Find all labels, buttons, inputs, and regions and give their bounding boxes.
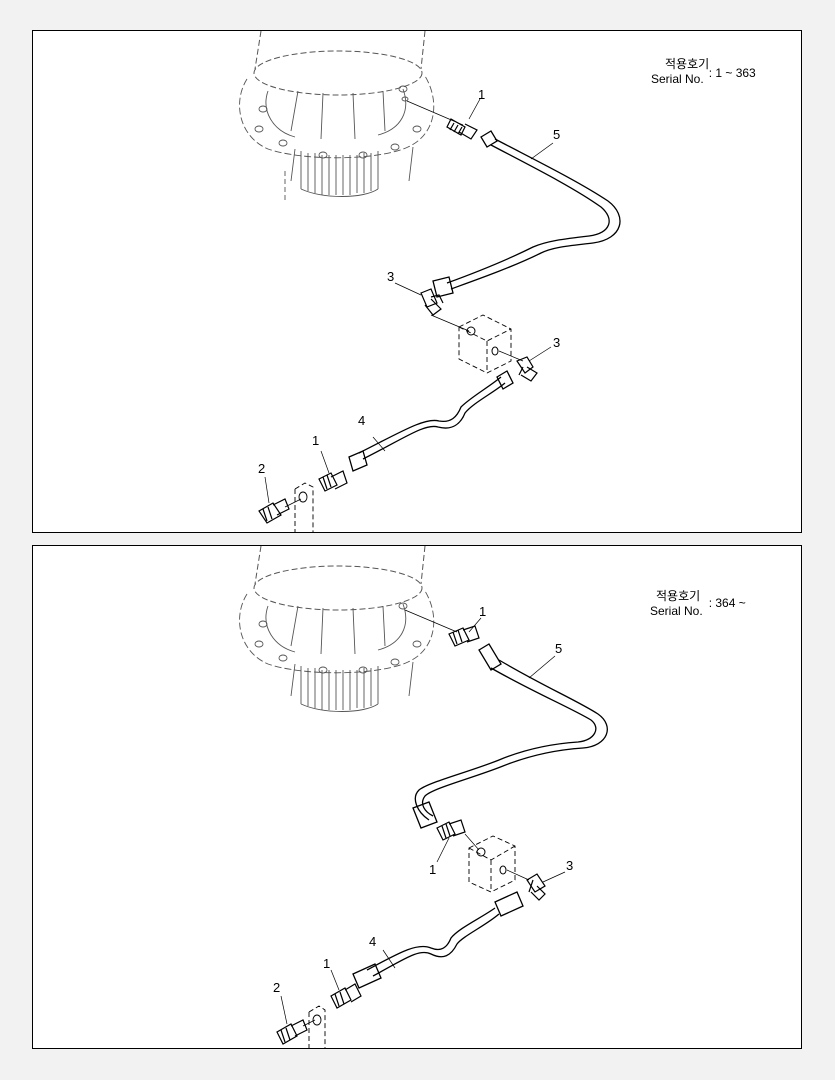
leader-lines: [280, 617, 566, 1025]
plug-fitting-2: [276, 1019, 308, 1045]
serial-label-ko: 적용호기: [665, 57, 710, 71]
hose-4: [352, 891, 524, 989]
callout-label: 1: [478, 87, 485, 102]
callout-label: 1: [479, 604, 486, 619]
block-port-upper: [466, 326, 476, 336]
callout-label: 3: [553, 335, 560, 350]
hose-assembly-drawing: 1 5 3 3 4 1 2: [239, 31, 621, 532]
serial-applicability: 적용호기 Serial No. : 1 ~ 363: [651, 57, 756, 87]
adapter-fitting-1-middle: [436, 819, 466, 841]
serial-range: : 364 ~: [708, 596, 746, 610]
serial-label-en: Serial No.: [651, 72, 704, 86]
bracket-plate: [294, 482, 314, 532]
callout-label: 3: [387, 269, 394, 284]
bracket-plate: [308, 1005, 326, 1048]
leader-lines: [264, 98, 554, 504]
motor-flange: [239, 590, 435, 712]
callout-label: 1: [312, 433, 319, 448]
block-port-upper: [476, 847, 486, 857]
serial-label-ko: 적용호기: [656, 589, 701, 603]
hose-4: [348, 370, 514, 472]
hose-5: [432, 130, 621, 298]
serial-label-en: Serial No.: [650, 604, 703, 618]
diagram-panel-serial-364: 1 5 1 3 4 1 2 적용호기 Serial No. : 364 ~: [32, 545, 802, 1049]
callout-label: 5: [555, 641, 562, 656]
callout-label: 5: [553, 127, 560, 142]
callout-label: 1: [429, 862, 436, 877]
elbow-fitting-3: [526, 873, 546, 901]
serial-applicability: 적용호기 Serial No. : 364 ~: [650, 589, 746, 619]
callout-label: 4: [369, 934, 376, 949]
hose-5: [412, 643, 608, 829]
callout-label: 2: [258, 461, 265, 476]
plug-fitting-2: [258, 498, 290, 524]
valve-block: [468, 835, 516, 893]
serial-range: : 1 ~ 363: [708, 66, 756, 80]
callout-label: 4: [358, 413, 365, 428]
elbow-fitting-3-upper: [420, 288, 444, 316]
block-port-side: [491, 346, 499, 356]
adapter-fitting-1-lower: [330, 983, 362, 1009]
adapter-fitting-1-upper: [448, 625, 480, 647]
block-port-side: [499, 865, 507, 875]
motor-flange: [239, 75, 435, 201]
hose-assembly-drawing: 1 5 1 3 4 1 2: [239, 546, 608, 1048]
swing-motor-housing: [253, 31, 426, 96]
diagram-panel-serial-1-363: 1 5 3 3 4 1 2 적용호기 Serial No. : 1 ~ 363: [32, 30, 802, 533]
elbow-fitting-3-lower: [516, 356, 538, 382]
callout-label: 3: [566, 858, 573, 873]
callout-label: 1: [323, 956, 330, 971]
callout-label: 2: [273, 980, 280, 995]
valve-block: [458, 314, 512, 374]
adapter-fitting-1-lower: [318, 470, 348, 492]
adapter-fitting-1-upper: [446, 118, 478, 140]
swing-motor-housing: [253, 546, 426, 611]
